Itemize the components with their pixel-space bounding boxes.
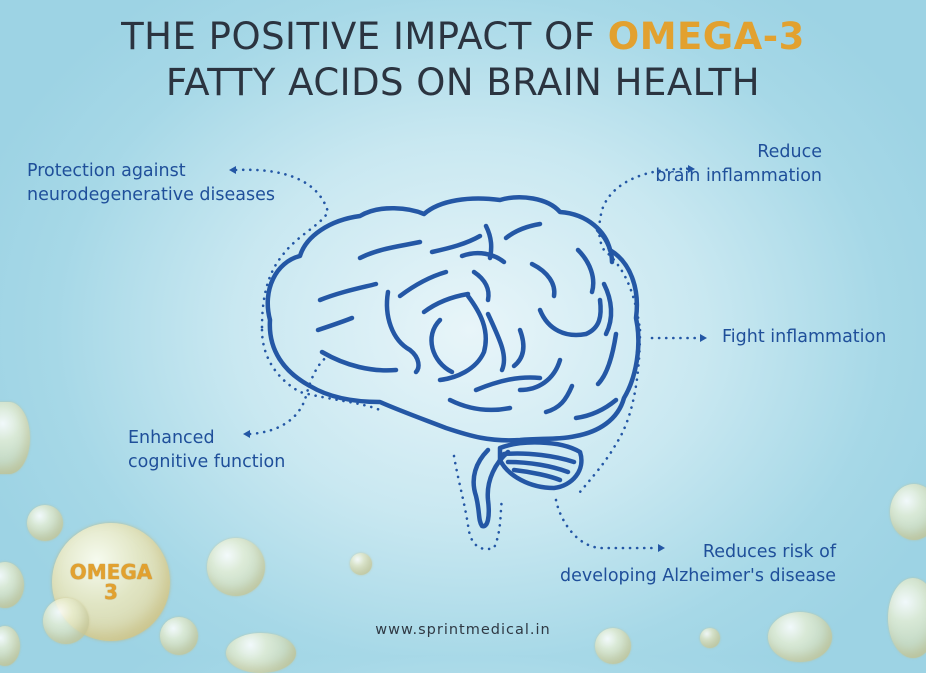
title-accent: OMEGA-3 bbox=[607, 15, 805, 58]
badge-line-2: 3 bbox=[104, 580, 118, 604]
title-line-2: FATTY ACIDS ON BRAIN HEALTH bbox=[165, 61, 761, 104]
oil-bubble-icon bbox=[768, 612, 832, 662]
benefit-reduce-brain-inflammation: Reduce brain inflammation bbox=[655, 142, 822, 186]
dotted-arrow-icon bbox=[234, 167, 702, 551]
oil-bubble-icon bbox=[43, 598, 89, 644]
oil-bubble-icon bbox=[890, 484, 926, 540]
badge-line-1: OMEGA bbox=[69, 560, 153, 584]
oil-bubble-icon bbox=[700, 628, 720, 648]
oil-bubble-icon bbox=[160, 617, 198, 655]
benefit-protection: Protection against neurodegenerative dis… bbox=[27, 161, 275, 205]
oil-bubble-icon bbox=[207, 538, 265, 596]
brain-diagram bbox=[229, 165, 707, 552]
oil-bubble-icon bbox=[350, 553, 372, 575]
website-url: www.sprintmedical.in bbox=[375, 622, 551, 638]
benefit-cognitive-function: Enhanced cognitive function bbox=[128, 428, 286, 472]
title-line-1: THE POSITIVE IMPACT OF OMEGA-3 bbox=[121, 15, 805, 58]
benefit-fight-inflammation: Fight inflammation bbox=[722, 327, 887, 347]
oil-bubble-icon bbox=[27, 505, 63, 541]
benefit-alzheimers-risk: Reduces risk of developing Alzheimer's d… bbox=[559, 542, 836, 586]
brain-icon bbox=[265, 195, 641, 529]
page-title: THE POSITIVE IMPACT OF OMEGA-3 FATTY ACI… bbox=[0, 14, 926, 106]
oil-bubble-icon bbox=[888, 578, 926, 658]
